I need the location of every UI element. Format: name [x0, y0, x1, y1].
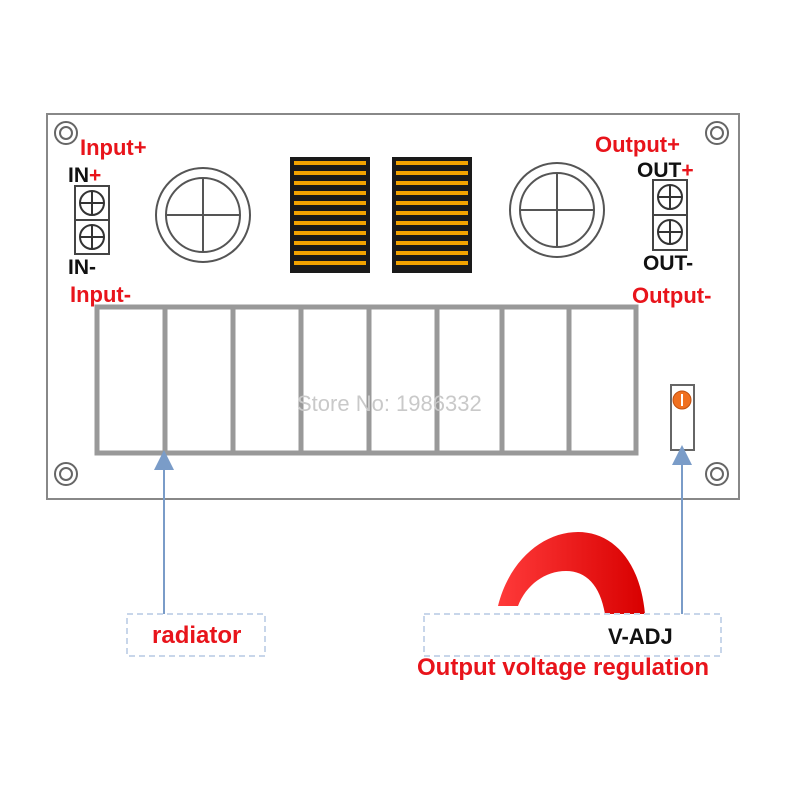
input-terminal-block — [74, 185, 110, 255]
out-plus-sign: + — [681, 159, 694, 182]
output-plus-label: Output+ — [595, 132, 680, 157]
potentiometer — [670, 384, 695, 451]
out-minus-marking: OUT- — [643, 252, 694, 275]
input-minus-label: Input- — [70, 282, 132, 307]
output-voltage-regulation-label: Output voltage regulation — [417, 654, 709, 681]
in-minus-marking: IN- — [68, 256, 96, 279]
input-capacitor — [155, 167, 251, 263]
inductor-left — [290, 157, 370, 273]
mounting-hole-bottom-right — [705, 462, 729, 486]
radiator-heatsink — [94, 304, 639, 456]
adjust-arc-graphic — [498, 532, 645, 614]
output-terminal-block — [652, 179, 688, 251]
out-plus-marking: OUT+ — [637, 159, 694, 183]
out-text: OUT — [637, 159, 682, 182]
vadj-label: V-ADJ — [608, 624, 673, 649]
store-watermark: Store No: 1986332 — [297, 391, 482, 416]
in-plus-sign: + — [89, 164, 102, 187]
output-minus-label: Output- — [632, 283, 712, 308]
in-plus-marking: IN+ — [68, 164, 101, 188]
output-capacitor — [509, 162, 605, 258]
mounting-hole-top-left — [54, 121, 78, 145]
vadj-label-box — [423, 613, 722, 657]
radiator-label-box — [126, 613, 266, 657]
mounting-hole-bottom-left — [54, 462, 78, 486]
mounting-hole-top-right — [705, 121, 729, 145]
radiator-label: radiator — [152, 622, 242, 649]
inductor-right — [392, 157, 472, 273]
in-text: IN — [68, 164, 89, 187]
input-plus-label: Input+ — [80, 135, 147, 160]
